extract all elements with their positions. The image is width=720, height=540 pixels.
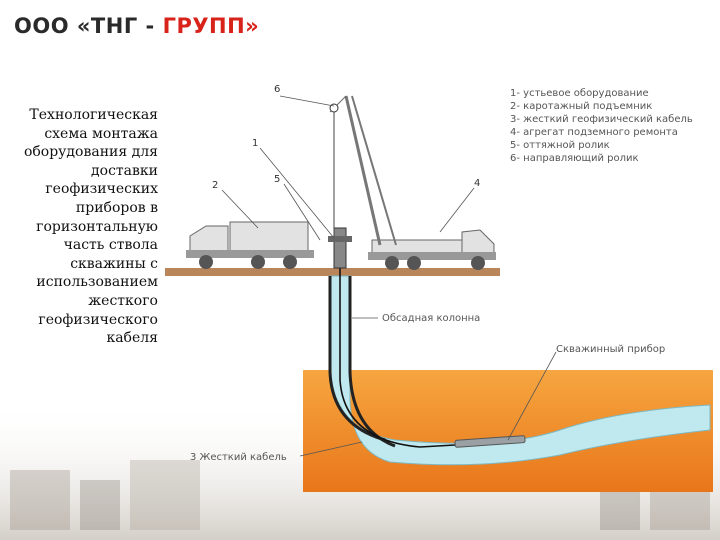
legend-item-3: 3- жесткий геофизический кабель <box>510 114 693 125</box>
company-logo: ООО «ТНГ - ГРУПП» <box>14 14 259 38</box>
logging-truck <box>186 221 314 269</box>
logo-text-part2: ГРУПП» <box>162 14 260 38</box>
diagram-description: Технологическая схема монтажа оборудован… <box>23 107 158 347</box>
rigid-cable <box>339 250 456 448</box>
wellhead-flange <box>328 236 352 242</box>
logo-text-part1: ООО «ТНГ - <box>14 14 163 38</box>
casing-left <box>328 276 386 442</box>
legend-item-1: 1- устьевое оборудование <box>510 88 649 99</box>
legend-item-6: 6- направляющий ролик <box>510 153 639 164</box>
callout-leaders <box>221 95 475 241</box>
tool-label: Скважинный прибор <box>556 344 665 355</box>
callout-6: 6 <box>274 84 280 95</box>
callout-1: 1 <box>252 138 258 149</box>
wellhead <box>333 227 347 269</box>
callout-4: 4 <box>474 178 480 189</box>
legend: 1- устьевое оборудование 2- каротажный п… <box>510 88 693 164</box>
casing-label: Обсадная колонна <box>382 313 480 324</box>
legend-item-4: 4- агрегат подземного ремонта <box>510 127 678 138</box>
cable-leader <box>299 441 363 457</box>
legend-item-5: 5- оттяжной ролик <box>510 140 610 151</box>
callout-2: 2 <box>212 180 218 191</box>
well-bore <box>329 275 711 466</box>
tool-leader <box>507 351 557 441</box>
legend-item-2: 2- каротажный подъемник <box>510 101 652 112</box>
downhole-tool <box>454 435 526 448</box>
callout-5: 5 <box>274 174 280 185</box>
cable-label: 3 Жесткий кабель <box>190 452 287 463</box>
crane-truck <box>329 95 496 270</box>
casing-right <box>348 276 396 448</box>
ground-surface <box>165 268 500 276</box>
